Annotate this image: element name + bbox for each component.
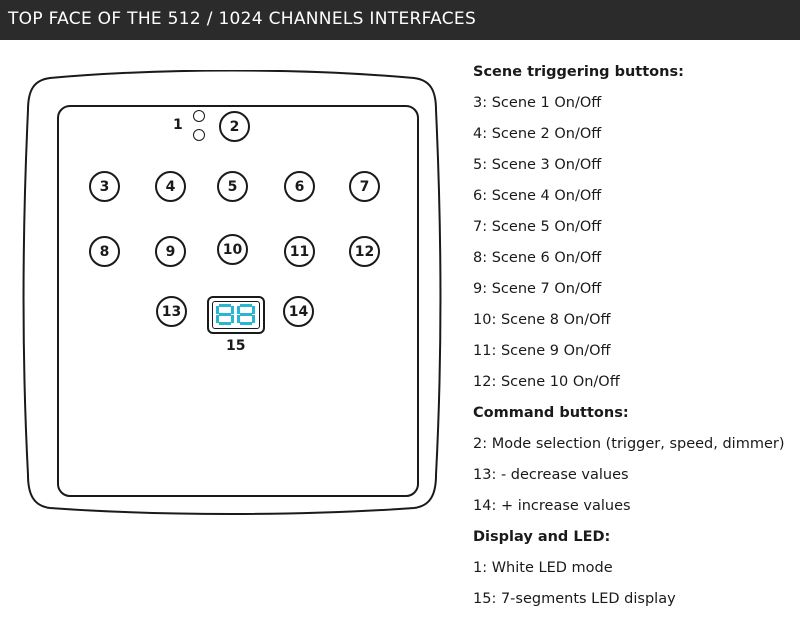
scene-item: 10: Scene 8 On/Off (473, 312, 611, 328)
led-label: 1 (173, 117, 183, 133)
scene-item: 3: Scene 1 On/Off (473, 95, 602, 111)
scene-item: 5: Scene 3 On/Off (473, 157, 602, 173)
button-14[interactable]: 14 (283, 296, 314, 327)
button-13[interactable]: 13 (156, 296, 187, 327)
button-7[interactable]: 7 (349, 171, 380, 202)
led-indicator-top (193, 110, 205, 122)
scene-item: 6: Scene 4 On/Off (473, 188, 602, 204)
button-9[interactable]: 9 (155, 236, 186, 267)
device-outline (22, 70, 442, 515)
seven-segment-display (207, 296, 265, 334)
button-2[interactable]: 2 (219, 111, 250, 142)
page-header: TOP FACE OF THE 512 / 1024 CHANNELS INTE… (0, 0, 800, 40)
led-indicator-bottom (193, 129, 205, 141)
button-6[interactable]: 6 (284, 171, 315, 202)
display-digits-icon (216, 304, 255, 325)
command-item: 13: - decrease values (473, 467, 629, 483)
button-8[interactable]: 8 (89, 236, 120, 267)
display-label: 15 (226, 338, 246, 354)
command-item: 14: + increase values (473, 498, 631, 514)
header-title: TOP FACE OF THE 512 / 1024 CHANNELS INTE… (8, 9, 477, 29)
command-heading: Command buttons: (473, 405, 629, 421)
button-12[interactable]: 12 (349, 236, 380, 267)
scene-item: 12: Scene 10 On/Off (473, 374, 620, 390)
legend: Scene triggering buttons: 3: Scene 1 On/… (473, 62, 785, 620)
button-11[interactable]: 11 (284, 236, 315, 267)
button-5[interactable]: 5 (217, 171, 248, 202)
display-heading: Display and LED: (473, 529, 611, 545)
button-10[interactable]: 10 (217, 234, 248, 265)
scene-item: 11: Scene 9 On/Off (473, 343, 611, 359)
button-3[interactable]: 3 (89, 171, 120, 202)
display-item: 15: 7-segments LED display (473, 591, 676, 607)
scene-item: 4: Scene 2 On/Off (473, 126, 602, 142)
scene-item: 7: Scene 5 On/Off (473, 219, 602, 235)
scene-item: 8: Scene 6 On/Off (473, 250, 602, 266)
scene-heading: Scene triggering buttons: (473, 64, 684, 80)
command-item: 2: Mode selection (trigger, speed, dimme… (473, 436, 785, 452)
button-4[interactable]: 4 (155, 171, 186, 202)
scene-item: 9: Scene 7 On/Off (473, 281, 602, 297)
display-item: 1: White LED mode (473, 560, 613, 576)
